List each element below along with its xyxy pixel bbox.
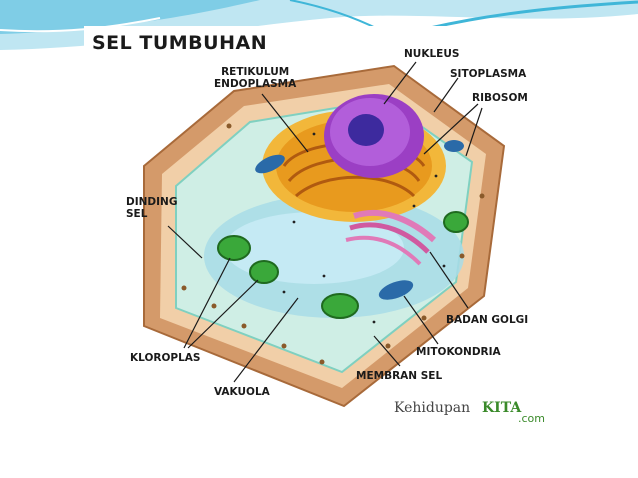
plant-cell-figure: SEL TUMBUHAN NUKLEUS RETIKULUM ENDOPLASM… — [84, 26, 560, 432]
leader-retikulum — [261, 93, 309, 153]
leader-sitoplasma — [433, 77, 459, 113]
diagram-title: SEL TUMBUHAN — [92, 32, 268, 54]
leader-mitokondria — [403, 295, 439, 345]
watermark-logo: Kehidupan KITA .com — [394, 390, 554, 425]
leader-dinding — [167, 225, 203, 259]
mitochondrion — [255, 154, 285, 174]
label-badan-golgi: BADAN GOLGI — [446, 314, 529, 326]
chloroplast — [249, 260, 279, 284]
label-vakuola: VAKUOLA — [214, 386, 270, 398]
label-mitokondria: MITOKONDRIA — [416, 346, 501, 358]
label-nukleus: NUKLEUS — [404, 48, 460, 60]
label-kloroplas: KLOROPLAS — [130, 352, 201, 364]
watermark-part2: KITA — [482, 400, 522, 416]
leader-kloroplas-1 — [183, 257, 231, 349]
golgi-body — [353, 209, 437, 243]
leader-nukleus — [383, 61, 417, 105]
leader-ribosom-2 — [465, 107, 483, 157]
chloroplast — [217, 235, 251, 261]
label-retikulum-line2: ENDOPLASMA — [214, 78, 297, 90]
label-dinding-line1: DINDING — [126, 196, 178, 208]
label-dinding-sel: DINDING SEL — [126, 196, 177, 220]
label-retikulum-endoplasma: RETIKULUM ENDOPLASMA — [214, 66, 296, 90]
leader-kloroplas-2 — [187, 279, 259, 349]
label-membran-sel: MEMBRAN SEL — [356, 370, 443, 382]
leader-ribosom-1 — [423, 103, 479, 155]
watermark-part3: .com — [518, 412, 545, 425]
mitochondrion — [444, 140, 464, 152]
leader-membran — [373, 335, 401, 367]
label-dinding-line2: SEL — [126, 208, 148, 220]
chloroplast — [321, 293, 359, 319]
watermark-part1: Kehidupan — [394, 400, 471, 416]
mitochondrion — [378, 280, 414, 300]
label-retikulum-line1: RETIKULUM — [221, 66, 290, 78]
chloroplast — [443, 211, 469, 233]
leader-golgi — [429, 251, 469, 309]
nucleolus — [348, 114, 384, 146]
label-ribosom: RIBOSOM — [472, 92, 528, 104]
label-sitoplasma: SITOPLASMA — [450, 68, 527, 80]
plant-cell-illustration — [143, 61, 506, 408]
leader-vakuola — [233, 297, 299, 383]
